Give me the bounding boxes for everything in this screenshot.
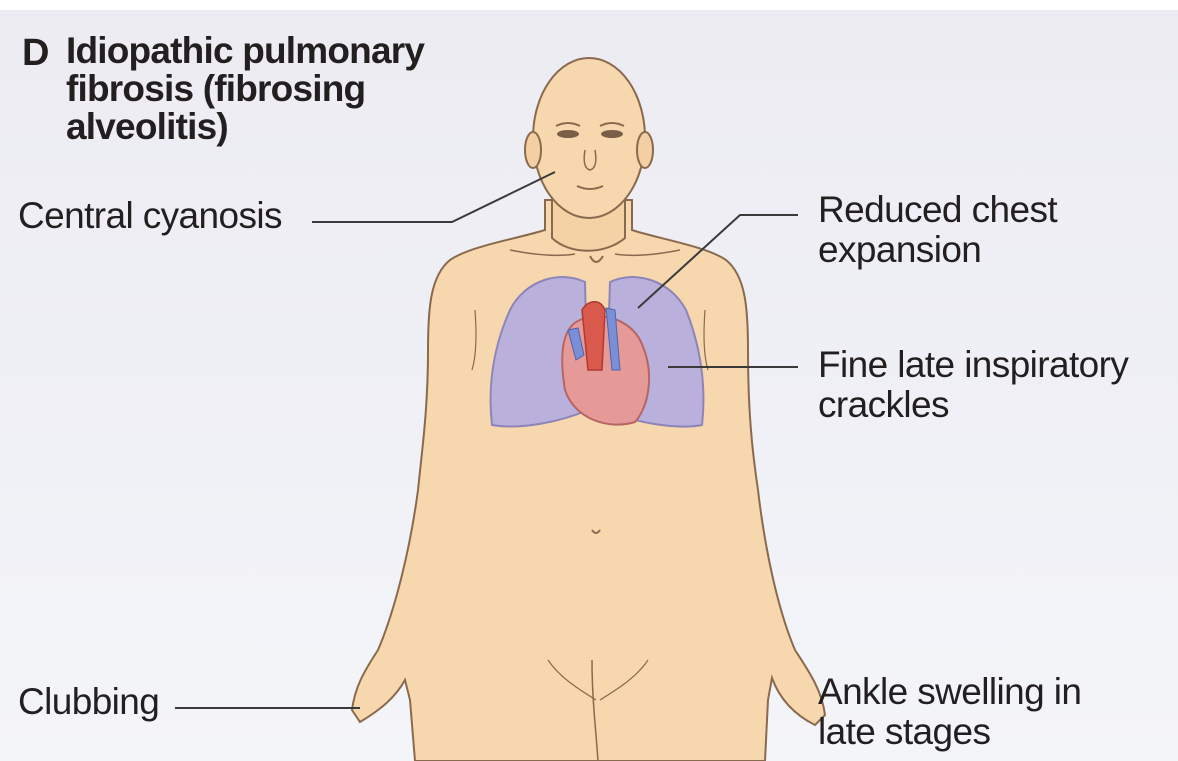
label-line: Central cyanosis bbox=[18, 196, 282, 236]
label-central-cyanosis: Central cyanosis bbox=[18, 196, 282, 236]
label-line: Reduced chest bbox=[818, 190, 1057, 230]
figure-title: Idiopathic pulmonary fibrosis (fibrosing… bbox=[66, 32, 424, 146]
right-eye bbox=[601, 130, 623, 138]
body-silhouette bbox=[352, 200, 825, 761]
label-line: Clubbing bbox=[18, 682, 159, 722]
label-line: late stages bbox=[818, 712, 1081, 752]
label-ankle-swelling: Ankle swelling in late stages bbox=[818, 672, 1081, 752]
label-reduced-chest-expansion: Reduced chest expansion bbox=[818, 190, 1057, 270]
panel-letter: D bbox=[22, 32, 49, 75]
label-fine-late-inspiratory-crackles: Fine late inspiratory crackles bbox=[818, 345, 1128, 425]
cyanosis-leader bbox=[312, 172, 555, 222]
left-eye bbox=[557, 130, 579, 138]
title-line: Idiopathic pulmonary bbox=[66, 32, 424, 70]
title-line: alveolitis) bbox=[66, 108, 424, 146]
label-line: Fine late inspiratory bbox=[818, 345, 1128, 385]
head bbox=[533, 58, 645, 218]
label-line: Ankle swelling in bbox=[818, 672, 1081, 712]
label-clubbing: Clubbing bbox=[18, 682, 159, 722]
title-line: fibrosis (fibrosing bbox=[66, 70, 424, 108]
label-line: expansion bbox=[818, 230, 1057, 270]
label-line: crackles bbox=[818, 385, 1128, 425]
